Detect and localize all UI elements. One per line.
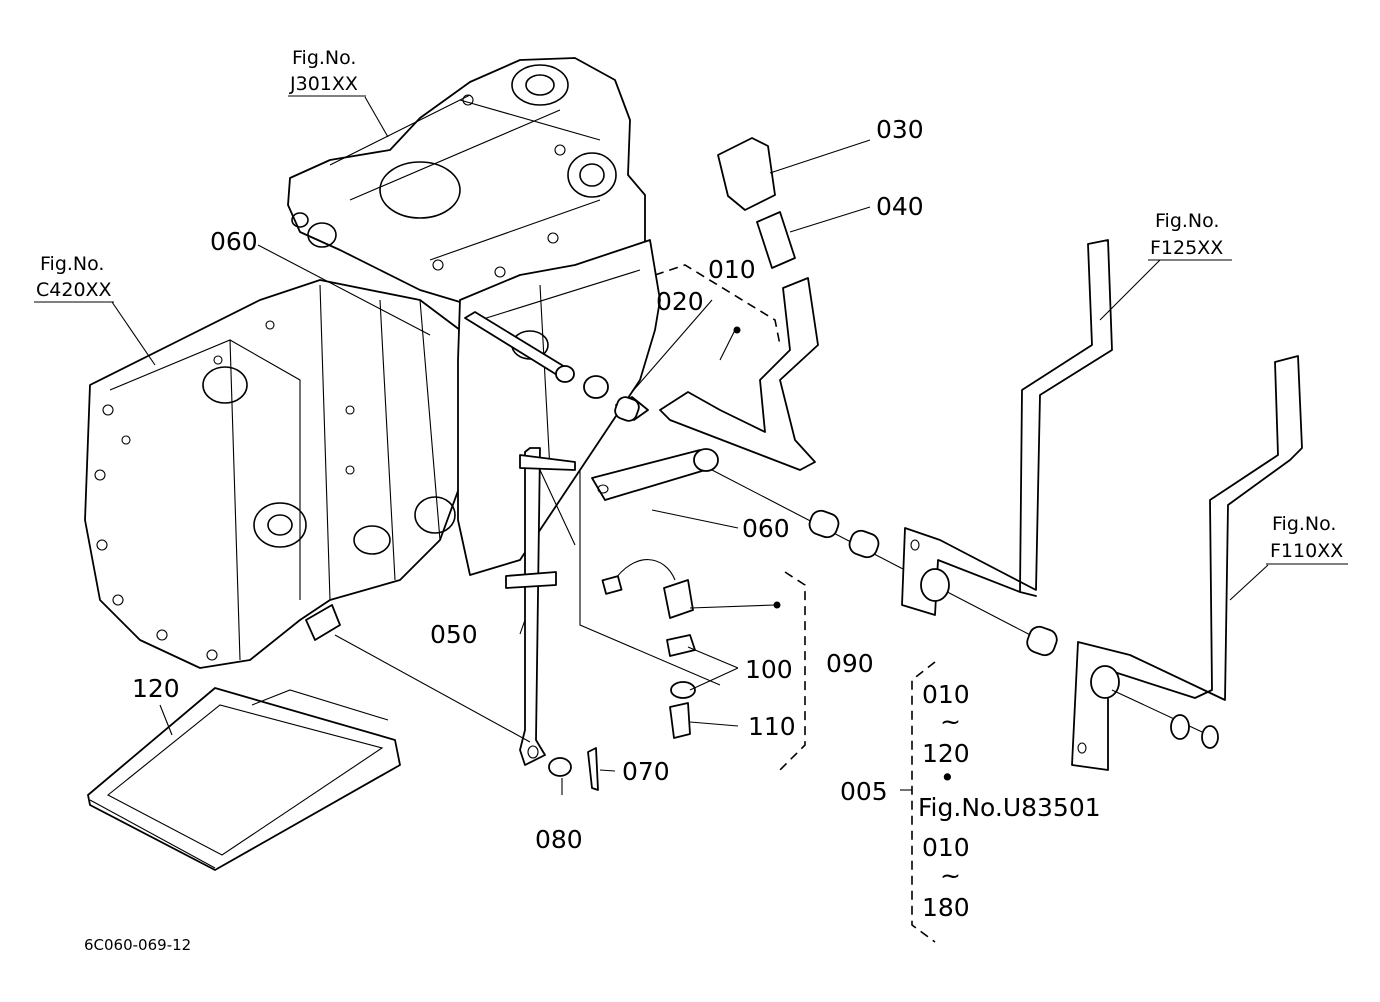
fig-ref-c420-line2: C420XX <box>36 279 112 301</box>
drawing-code: 6C060-069-12 <box>84 936 191 954</box>
fig-ref-c420: Fig.No. C420XX <box>34 253 114 303</box>
fig-ref-f110-line1: Fig.No. <box>1272 513 1336 535</box>
brake-shaft-assembly <box>464 137 1041 641</box>
assembly-group-005: 005 010 ~ 120 • Fig.No.U83501 010 ~ 180 <box>840 680 1101 922</box>
leader-lines <box>111 96 1269 795</box>
callout-070: 070 <box>622 757 670 786</box>
callout-030: 030 <box>876 115 924 144</box>
callout-010: 010 <box>708 255 756 284</box>
callout-110: 110 <box>748 712 796 741</box>
range2-end: 180 <box>922 893 970 922</box>
brake-rod-assembly <box>87 447 696 871</box>
clutch-housing <box>84 279 471 669</box>
range2-start: 010 <box>922 833 970 862</box>
fig-ref-f110: Fig.No. F110XX <box>1266 513 1348 565</box>
assembly-code: 005 <box>840 777 888 806</box>
fig-ref-f125-line1: Fig.No. <box>1155 210 1219 232</box>
hydraulic-cylinder-housing <box>287 57 646 306</box>
callout-020: 020 <box>656 287 704 316</box>
callout-120: 120 <box>132 674 180 703</box>
callout-040: 040 <box>876 192 924 221</box>
callout-100: 100 <box>745 655 793 684</box>
fig-ref-c420-line1: Fig.No. <box>40 253 104 275</box>
callout-080: 080 <box>535 825 583 854</box>
range1-end: 120 <box>922 739 970 768</box>
pedals <box>901 239 1303 771</box>
callout-060-lower: 060 <box>742 514 790 543</box>
dashed-brackets <box>654 264 936 943</box>
callout-090: 090 <box>826 649 874 678</box>
fig-ref-j301-line2: J301XX <box>289 73 358 95</box>
callout-050: 050 <box>430 620 478 649</box>
callout-060-upper: 060 <box>210 227 258 256</box>
range2-tilde: ~ <box>940 861 961 890</box>
fig-ref-f125: Fig.No. F125XX <box>1148 210 1232 261</box>
fig-ref-j301-line1: Fig.No. <box>292 47 356 69</box>
transmission-case <box>457 239 661 576</box>
fig-ref-f110-line2: F110XX <box>1270 540 1343 562</box>
group-fig-ref: Fig.No.U83501 <box>918 793 1101 822</box>
fig-ref-j301: Fig.No. J301XX <box>288 47 366 97</box>
group-dot: • <box>940 763 955 792</box>
range1-start: 010 <box>922 680 970 709</box>
fig-ref-f125-line2: F125XX <box>1150 237 1223 259</box>
range1-tilde: ~ <box>940 707 961 736</box>
